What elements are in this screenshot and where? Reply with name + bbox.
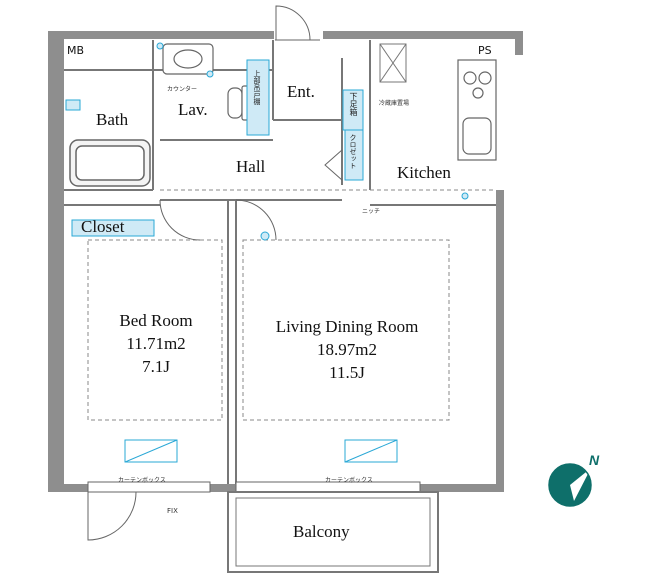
hall-label: Hall <box>236 157 266 176</box>
lav-label: Lav. <box>178 100 208 119</box>
ps-label: PS <box>478 44 492 57</box>
living-size: 11.5J <box>329 363 365 382</box>
mb-label: MB <box>67 44 85 57</box>
fix-door <box>87 491 137 541</box>
counter-note: カウンター <box>167 86 198 93</box>
bathtub <box>69 139 151 187</box>
kitchen-label: Kitchen <box>397 163 451 182</box>
dashed-outlines <box>87 189 496 421</box>
closet-small-note: クロゼット <box>349 134 357 169</box>
floor-markers <box>124 439 398 463</box>
living-name: Living Dining Room <box>275 317 419 336</box>
fridge-note: 冷蔵庫置場 <box>378 100 409 107</box>
balcony-outline <box>227 491 439 573</box>
lavatory-sink <box>162 43 214 75</box>
shoe-box-note: 下足箱 <box>349 92 358 116</box>
niche-note: ニッチ <box>362 208 381 215</box>
closet-doors <box>159 149 343 241</box>
fridge-space <box>379 43 407 83</box>
kitchen-counter <box>457 59 497 161</box>
bath-label: Bath <box>96 110 129 129</box>
bedroom-area: 11.71m2 <box>126 334 186 353</box>
ent-label: Ent. <box>287 82 315 101</box>
living-area: 18.97m2 <box>317 340 377 359</box>
entrance-door <box>275 5 320 41</box>
bedroom-size: 7.1J <box>142 357 170 376</box>
compass-icon <box>548 463 592 507</box>
lav-storage-note: 上部吊戸棚 <box>253 70 261 105</box>
interior-walls <box>64 40 496 484</box>
compass-north-label: N <box>589 452 600 468</box>
fix-note: FIX <box>167 507 178 515</box>
accent-fixtures <box>65 42 469 241</box>
outer-walls <box>48 31 523 492</box>
curtain-left-note: カーテンボックス <box>118 477 166 484</box>
bedroom-name: Bed Room <box>119 311 193 330</box>
balcony-label: Balcony <box>293 522 350 541</box>
closet-label: Closet <box>81 217 125 236</box>
curtain-right-note: カーテンボックス <box>325 477 373 484</box>
